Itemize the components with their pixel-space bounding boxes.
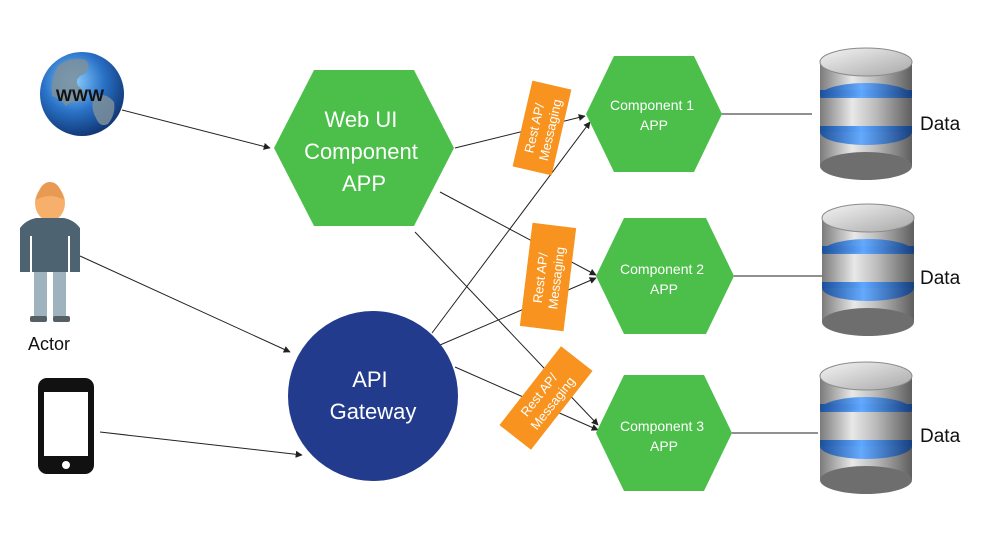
gateway-line-2: Gateway xyxy=(330,399,417,424)
person-icon xyxy=(20,182,80,322)
arrow-www-to-webui xyxy=(121,109,271,150)
globe-icon: WWW xyxy=(40,52,124,136)
svg-text:Component 3 APP: Component 3 APP xyxy=(620,418,708,454)
component-3-hexagon: Component 3 APP xyxy=(596,375,732,491)
arrow-gateway-to-component-1 xyxy=(431,121,591,334)
component-1-line-1: Component 1 xyxy=(610,97,694,113)
database-icon xyxy=(819,47,913,180)
rest-tag-3: Rest AP/ Messaging xyxy=(499,346,593,450)
component-3-line-1: Component 3 xyxy=(620,418,704,434)
smartphone-icon xyxy=(38,378,94,474)
data-label-3: Data xyxy=(920,426,961,447)
database-icon xyxy=(819,361,913,494)
web-ui-line-2: Component xyxy=(304,139,418,164)
svg-text:API Gateway: API Gateway xyxy=(330,367,417,424)
component-2-hexagon: Component 2 APP xyxy=(596,218,734,334)
gateway-line-1: API xyxy=(352,367,387,392)
svg-text:Component 2 APP: Component 2 APP xyxy=(620,261,708,297)
www-label: WWW xyxy=(56,86,105,105)
component-3-line-2: APP xyxy=(650,438,678,454)
data-label-2: Data xyxy=(920,268,961,289)
rest-tag-2: Rest AP/ Messaging xyxy=(519,222,577,332)
svg-text:Web UI Component A: Web UI Component APP xyxy=(304,107,424,196)
component-2-line-2: APP xyxy=(650,281,678,297)
api-gateway-circle: API Gateway xyxy=(288,311,458,481)
rest-tag-2-line-1: Rest AP/ xyxy=(530,251,551,303)
rest-tag-1: Rest AP/ Messaging xyxy=(512,80,572,176)
component-2-line-1: Component 2 xyxy=(620,261,704,277)
data-label-1: Data xyxy=(920,114,961,135)
svg-text:Component 1 APP: Component 1 APP xyxy=(610,97,698,133)
web-ui-line-1: Web UI xyxy=(324,107,397,132)
arrow-actor-to-gateway xyxy=(79,255,291,353)
actor-label: Actor xyxy=(28,334,70,354)
arrow-phone-to-gateway xyxy=(99,431,303,458)
database-icon xyxy=(821,203,915,336)
component-1-line-2: APP xyxy=(640,117,668,133)
web-ui-component-hexagon: Web UI Component APP xyxy=(274,70,454,226)
component-1-hexagon: Component 1 APP xyxy=(586,56,722,172)
web-ui-line-3: APP xyxy=(342,171,386,196)
arrow-gateway-to-component-2 xyxy=(439,277,597,346)
